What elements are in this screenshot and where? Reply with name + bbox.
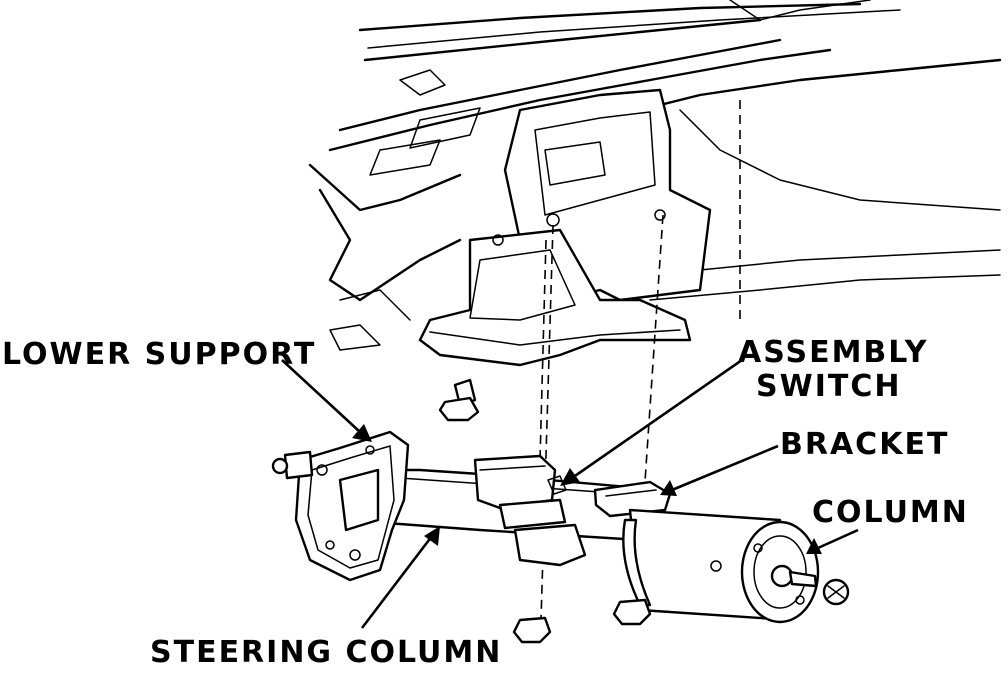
leader-bracket [660,444,779,496]
label-assembly: ASSEMBLY [738,335,928,370]
column-nut [822,578,850,606]
column-housing [622,508,820,624]
label-switch: SWITCH [756,369,901,404]
switch-assembly [473,454,587,567]
mounting-nut-right [612,598,652,626]
label-column: COLUMN [812,495,969,530]
mounting-bolt-upper [438,378,480,422]
leader-column [806,528,859,554]
column-bracket [593,480,672,518]
mounting-nut-left [512,616,552,644]
lower-support-plate [294,430,410,582]
leader-steering-column [360,526,440,629]
leader-assembly-switch [560,358,743,486]
label-bracket: BRACKET [780,427,949,462]
shaft-end [271,450,314,480]
label-lower-support: LOWER SUPPORT [2,337,316,372]
instrument-panel [308,0,1002,351]
label-steering-column: STEERING COLUMN [150,635,502,670]
leader-lower-support [281,359,372,442]
upper-support-bracket [418,88,712,367]
